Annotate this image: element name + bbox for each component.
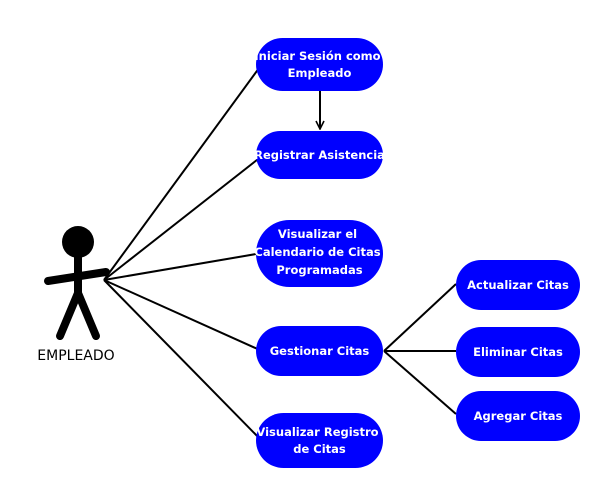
- actor-label: EMPLEADO: [37, 348, 114, 364]
- use-case-delete[interactable]: Eliminar Citas: [456, 327, 580, 377]
- use-case-calendar-line-1: Visualizar el: [278, 227, 357, 241]
- use-case-update[interactable]: Actualizar Citas: [456, 260, 580, 310]
- use-case-calendar-line-3: Programadas: [276, 263, 362, 277]
- use-case-login[interactable]: Iniciar Sesión como Empleado: [254, 38, 384, 91]
- use-case-calendar-shape: [256, 220, 383, 287]
- edge-manage-update: [383, 283, 457, 352]
- use-case-calendar[interactable]: Visualizar el Calendario de Citas Progra…: [254, 220, 384, 287]
- edge-actor-login: [103, 63, 263, 281]
- use-case-calendar-label: Visualizar el Calendario de Citas Progra…: [254, 227, 384, 277]
- use-case-manage-shape: [256, 326, 383, 376]
- actor-head: [62, 226, 94, 258]
- use-case-history-label: Visualizar Registro de Citas: [256, 425, 382, 456]
- use-case-history[interactable]: Visualizar Registro de Citas: [256, 413, 383, 468]
- use-case-attendance[interactable]: Registrar Asistencia: [254, 131, 385, 179]
- edge-actor-calendar: [103, 252, 263, 281]
- edge-actor-history: [103, 279, 263, 442]
- use-case-delete-line-1: Eliminar Citas: [473, 345, 563, 359]
- actor-arms: [44, 268, 110, 285]
- edge-manage-add: [383, 350, 457, 415]
- edge-actor-attendance: [103, 155, 263, 281]
- use-case-login-label: Iniciar Sesión como Empleado: [254, 49, 384, 80]
- use-case-login-shape: [256, 38, 383, 91]
- use-case-update-label: Actualizar Citas: [467, 278, 569, 292]
- manage-edges: [383, 283, 457, 415]
- edge-actor-manage: [103, 279, 263, 352]
- use-case-calendar-line-2: Calendario de Citas: [254, 245, 380, 259]
- use-case-login-line-2: Empleado: [288, 66, 352, 80]
- use-case-login-line-1: Iniciar Sesión como: [254, 49, 380, 63]
- use-case-history-line-2: de Citas: [293, 442, 346, 456]
- actor-stick-figure: [44, 226, 110, 340]
- actor-edges: [103, 63, 263, 442]
- actor-right-leg: [74, 289, 100, 340]
- use-case-manage-label: Gestionar Citas: [270, 344, 370, 358]
- use-case-update-line-1: Actualizar Citas: [467, 278, 569, 292]
- use-case-delete-label: Eliminar Citas: [473, 345, 563, 359]
- use-case-attendance-line-1: Registrar Asistencia: [254, 148, 385, 162]
- use-case-attendance-label: Registrar Asistencia: [254, 148, 385, 162]
- actor-left-leg: [56, 289, 82, 340]
- use-case-manage-line-1: Gestionar Citas: [270, 344, 370, 358]
- use-case-history-shape: [256, 413, 383, 468]
- use-case-add-shape: [456, 391, 580, 441]
- use-case-update-shape: [456, 260, 580, 310]
- use-case-delete-shape: [456, 327, 580, 377]
- use-case-add-label: Agregar Citas: [474, 409, 563, 423]
- use-case-add[interactable]: Agregar Citas: [456, 391, 580, 441]
- use-case-attendance-shape: [256, 131, 383, 179]
- use-case-add-line-1: Agregar Citas: [474, 409, 563, 423]
- use-case-manage[interactable]: Gestionar Citas: [256, 326, 383, 376]
- use-case-history-line-1: Visualizar Registro: [256, 425, 378, 439]
